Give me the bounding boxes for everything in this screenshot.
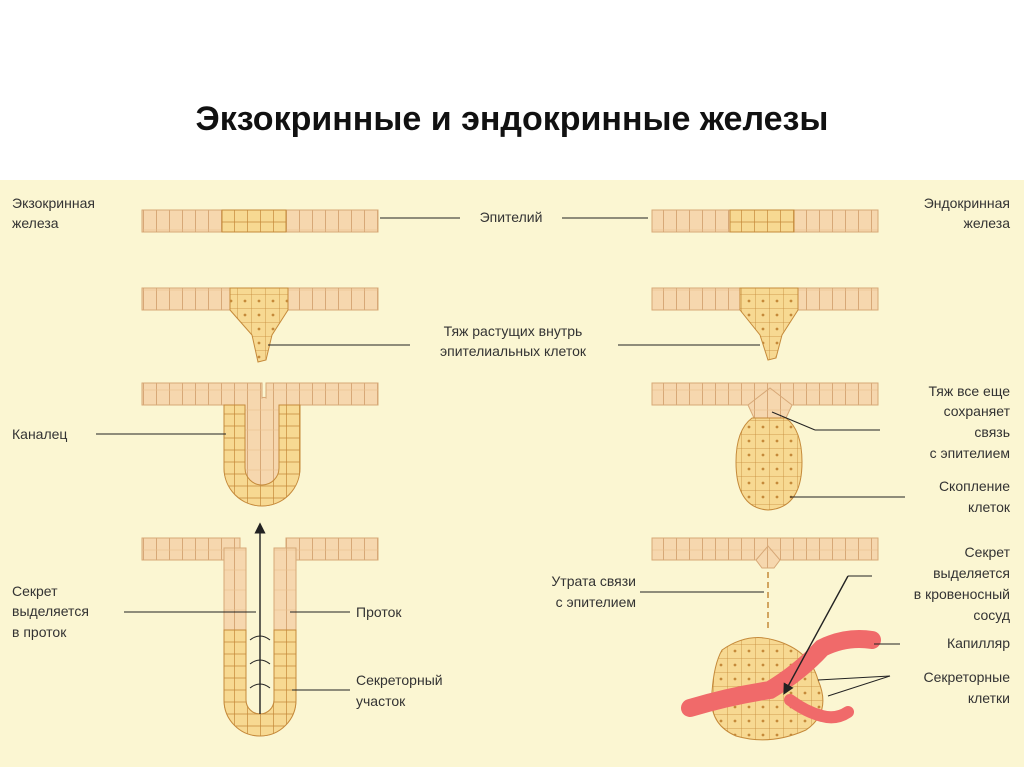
endocrine-label-line1: Эндокринная: [924, 195, 1010, 211]
secretory-cells-line2: клетки: [968, 690, 1010, 706]
cord-label-line1: Тяж растущих внутрь: [444, 323, 583, 339]
leader-line: [817, 675, 891, 681]
secretory-part-line1: Секреторный: [356, 672, 443, 688]
cord-label-line2: эпителиальных клеток: [440, 343, 587, 359]
endocrine-epithelium: [651, 209, 879, 233]
capillary-label: Капилляр: [947, 635, 1010, 651]
arrow-icon: [783, 575, 849, 695]
capillary-vessel: [681, 630, 881, 717]
endocrine-label-line2: железа: [963, 215, 1010, 231]
cluster-label-line2: клеток: [968, 499, 1011, 515]
epithelium-label: Эпителий: [480, 209, 543, 225]
exocrine-cord: [141, 287, 379, 363]
secret-vessel-line3: в кровеносный: [914, 586, 1010, 602]
exocrine-epithelium: [141, 209, 379, 233]
cluster-label-line1: Скопление: [939, 478, 1010, 494]
endocrine-cord: [651, 287, 879, 361]
endocrine-gland-with-capillary: [651, 537, 881, 741]
secretory-cells-line1: Секреторные: [923, 669, 1010, 685]
exocrine-label-line1: Экзокринная: [12, 195, 95, 211]
cord-connected-line1: Тяж все еще: [929, 383, 1011, 399]
cord-connected-line4: с эпителием: [930, 445, 1010, 461]
secret-duct-line2: выделяется: [12, 603, 89, 619]
cord-connected-line2: сохраняет: [944, 403, 1011, 419]
secret-vessel-line2: выделяется: [933, 565, 1010, 581]
diagram-panel: [0, 180, 1024, 767]
secret-vessel-line4: сосуд: [973, 607, 1010, 623]
exocrine-canal: [141, 382, 379, 507]
canal-label: Каналец: [12, 426, 67, 442]
secret-vessel-line1: Секрет: [964, 544, 1010, 560]
cord-connected-line3: связь: [974, 424, 1010, 440]
secretory-part-line2: участок: [356, 693, 406, 709]
secret-duct-line1: Секрет: [12, 583, 58, 599]
endocrine-cluster: [651, 382, 879, 511]
loss-connection-line2: с эпителием: [556, 594, 636, 610]
secret-duct-line3: в проток: [12, 624, 67, 640]
exocrine-gland-with-duct: [141, 537, 379, 737]
loss-connection-line1: Утрата связи: [551, 573, 636, 589]
slide-title: Экзокринные и эндокринные железы: [195, 100, 829, 138]
leader-line: [771, 411, 816, 431]
leader-line: [827, 675, 891, 697]
exocrine-label-line2: железа: [12, 215, 59, 231]
duct-label: Проток: [356, 604, 402, 620]
